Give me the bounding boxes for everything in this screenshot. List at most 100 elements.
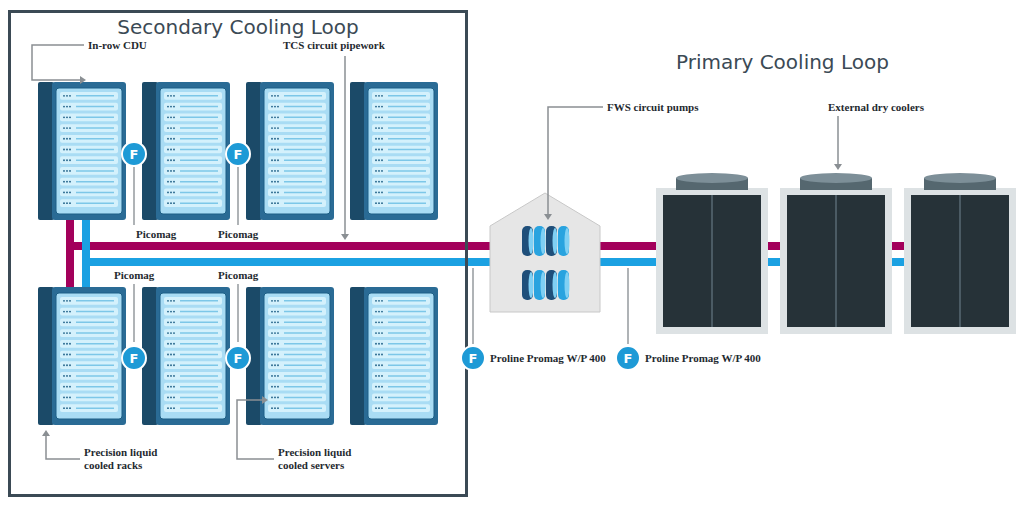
slot-led: [69, 375, 71, 377]
meter-letter: F: [130, 352, 139, 365]
slot-led: [378, 386, 380, 388]
slot-led: [271, 95, 273, 97]
slot-led: [375, 386, 377, 388]
server-slot: [268, 297, 326, 305]
rack: [38, 82, 126, 220]
slot-line: [180, 127, 218, 129]
slot-led: [378, 202, 380, 204]
fan-top: [800, 173, 872, 183]
server-slot: [60, 178, 118, 186]
fan-top: [676, 173, 748, 183]
slot-led: [378, 181, 380, 183]
slot-led: [66, 311, 68, 313]
slot-led: [173, 364, 175, 366]
slot-led: [69, 407, 71, 409]
server-slot: [60, 318, 118, 326]
server-slot: [268, 329, 326, 337]
slot-led: [274, 407, 276, 409]
slot-led: [63, 375, 65, 377]
server-slot: [164, 146, 222, 154]
slot-led: [375, 311, 377, 313]
slot-line: [388, 386, 426, 388]
rack-front: [260, 82, 334, 220]
slot-led: [381, 375, 383, 377]
slot-led: [381, 332, 383, 334]
slot-line: [388, 138, 426, 140]
server-slot: [164, 318, 222, 326]
slot-led: [167, 343, 169, 345]
slot-line: [284, 106, 322, 108]
slot-led: [63, 397, 65, 399]
slot-led: [167, 386, 169, 388]
slot-led: [173, 311, 175, 313]
slot-line: [284, 311, 322, 313]
slot-led: [375, 375, 377, 377]
cooler-frame: [656, 188, 768, 334]
slot-led: [277, 407, 279, 409]
slot-led: [66, 181, 68, 183]
pump-face: [565, 228, 570, 254]
slot-line: [284, 386, 322, 388]
rack-panel: [368, 88, 434, 214]
slot-line: [284, 149, 322, 151]
pump-disc: [534, 226, 545, 256]
server-slot: [372, 167, 430, 175]
leader-line: [32, 45, 84, 80]
server-slot: [268, 340, 326, 348]
server-slot: [268, 146, 326, 154]
slot-line: [388, 343, 426, 345]
leader-arrow: [42, 430, 50, 436]
rack: [350, 82, 438, 220]
leader-line: [344, 56, 346, 234]
server-slot: [268, 178, 326, 186]
slot-line: [388, 159, 426, 161]
slot-led: [170, 149, 172, 151]
pump-disc: [546, 226, 557, 256]
slot-led: [173, 95, 175, 97]
slot-line: [388, 127, 426, 129]
slot-led: [375, 159, 377, 161]
pump-disc: [546, 270, 557, 300]
slot-led: [375, 170, 377, 172]
slot-led: [378, 127, 380, 129]
slot-led: [173, 181, 175, 183]
server-slot: [372, 297, 430, 305]
slot-line: [284, 181, 322, 183]
cooler-body: [787, 195, 885, 327]
slot-led: [69, 202, 71, 204]
slot-line: [180, 322, 218, 324]
slot-led: [173, 397, 175, 399]
server-slot: [372, 113, 430, 121]
slot-led: [69, 364, 71, 366]
slot-led: [173, 202, 175, 204]
slot-led: [69, 343, 71, 345]
slot-led: [378, 95, 380, 97]
slot-led: [271, 138, 273, 140]
pump-disc: [522, 270, 533, 300]
meter-letter: F: [624, 352, 633, 365]
rack-panel: [160, 293, 226, 419]
slot-led: [69, 181, 71, 183]
server-slot: [268, 135, 326, 143]
slot-led: [381, 300, 383, 302]
slot-led: [375, 354, 377, 356]
server-slot: [372, 340, 430, 348]
slot-led: [167, 159, 169, 161]
slot-led: [271, 311, 273, 313]
pump-disc: [522, 226, 533, 256]
slot-led: [274, 181, 276, 183]
slot-line: [76, 170, 114, 172]
server-slot: [60, 340, 118, 348]
slot-led: [271, 321, 273, 323]
server-slot: [60, 361, 118, 369]
slot-led: [167, 138, 169, 140]
slot-led: [173, 138, 175, 140]
meter-stem: [133, 167, 134, 225]
meter-letter: F: [130, 148, 139, 161]
rack-panel: [368, 293, 434, 419]
server-slot: [60, 135, 118, 143]
slot-led: [381, 202, 383, 204]
server-slot: [164, 135, 222, 143]
slot-line: [76, 138, 114, 140]
